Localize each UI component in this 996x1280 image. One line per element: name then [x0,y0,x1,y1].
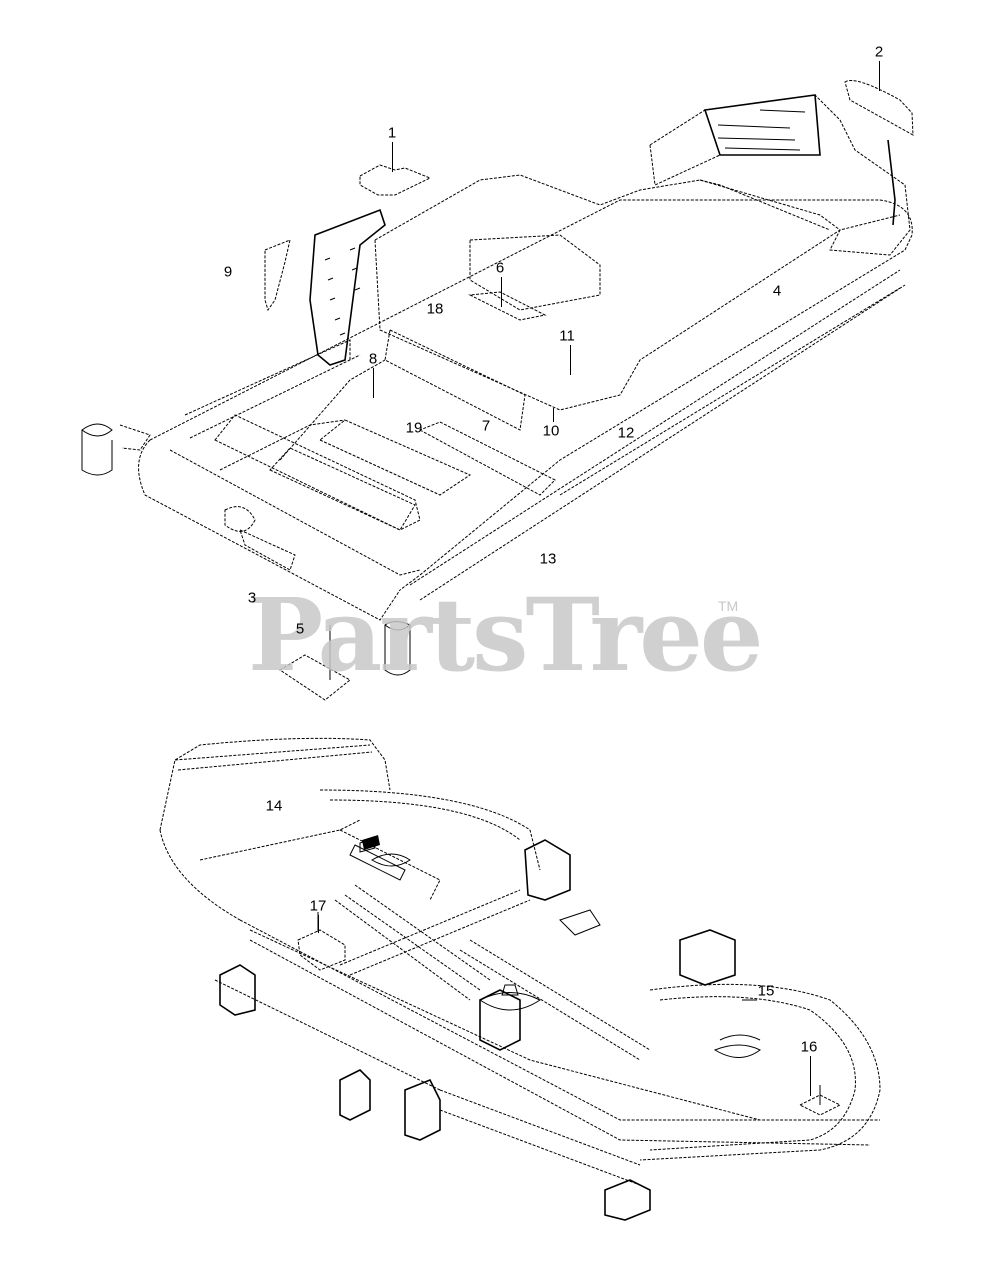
leader-line-6 [501,277,502,307]
callout-16[interactable]: 16 [800,1038,818,1056]
callout-18[interactable]: 18 [426,300,444,318]
callout-2[interactable]: 2 [874,43,884,61]
leader-line-17 [318,915,319,933]
callout-10[interactable]: 10 [542,422,560,440]
callout-19[interactable]: 19 [405,419,423,437]
leader-line-16 [810,1056,811,1096]
callout-8[interactable]: 8 [368,350,378,368]
callout-3[interactable]: 3 [247,589,257,607]
partstree-watermark: PartsTree [248,576,764,694]
callout-5[interactable]: 5 [295,620,305,638]
callout-1[interactable]: 1 [387,124,397,142]
callout-7[interactable]: 7 [481,417,491,435]
callout-6[interactable]: 6 [495,259,505,277]
callout-15[interactable]: 15 [757,982,775,1000]
leader-line-1 [392,142,393,172]
deck-assembly [159,737,881,1221]
callout-17[interactable]: 17 [309,897,327,915]
leader-line-8 [373,368,374,398]
leader-line-11 [570,345,571,375]
callout-11[interactable]: 11 [559,327,575,345]
trademark-symbol: TM [718,598,739,614]
callout-9[interactable]: 9 [223,263,233,281]
leader-line-2 [879,61,880,91]
leader-line-10 [553,408,554,422]
callout-12[interactable]: 12 [617,424,635,442]
callout-14[interactable]: 14 [265,797,283,815]
callout-4[interactable]: 4 [772,282,782,300]
frame-assembly [81,80,914,701]
callout-13[interactable]: 13 [539,550,557,568]
